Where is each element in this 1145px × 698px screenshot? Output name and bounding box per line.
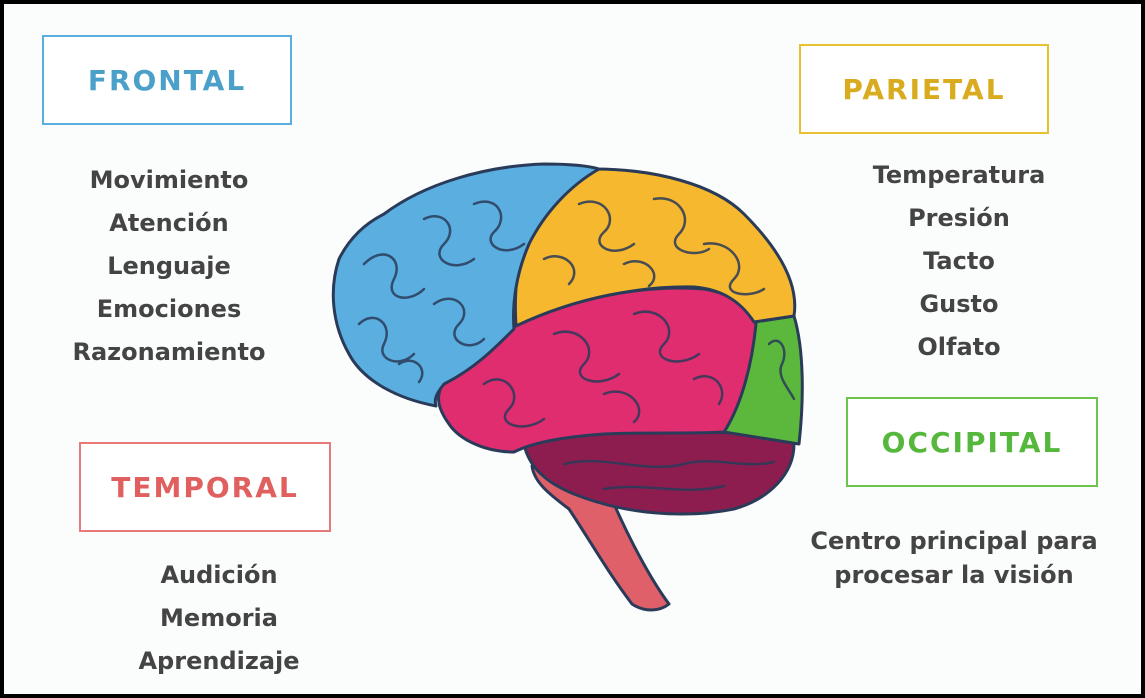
parietal-title-box: PARIETAL — [799, 44, 1049, 134]
frontal-title-box: FRONTAL — [42, 35, 292, 125]
parietal-title: PARIETAL — [842, 72, 1006, 106]
parietal-item: Gusto — [919, 290, 999, 318]
parietal-item: Tacto — [923, 247, 995, 275]
parietal-item: Temperatura — [872, 161, 1046, 189]
frontal-item: Lenguaje — [107, 252, 231, 280]
occipital-functions: Centro principal para procesar la visión — [774, 524, 1134, 592]
temporal-title-box: TEMPORAL — [79, 442, 331, 532]
parietal-item: Olfato — [917, 333, 1001, 361]
occipital-item: procesar la visión — [834, 561, 1074, 589]
frontal-functions: Movimiento Atención Lenguaje Emociones R… — [49, 159, 289, 374]
frontal-lobe — [331, 162, 601, 408]
parietal-item: Presión — [908, 204, 1010, 232]
temporal-item: Aprendizaje — [138, 647, 300, 675]
temporal-title: TEMPORAL — [111, 470, 299, 504]
brain-illustration — [331, 162, 804, 612]
frontal-item: Razonamiento — [72, 338, 266, 366]
parietal-functions: Temperatura Presión Tacto Gusto Olfato — [834, 154, 1084, 369]
occipital-item: Centro principal para — [810, 527, 1098, 555]
occipital-title-box: OCCIPITAL — [846, 397, 1098, 487]
frontal-item: Movimiento — [89, 166, 249, 194]
temporal-item: Memoria — [160, 604, 278, 632]
temporal-item: Audición — [160, 561, 278, 589]
occipital-title: OCCIPITAL — [881, 425, 1063, 459]
frontal-item: Atención — [109, 209, 229, 237]
temporal-functions: Audición Memoria Aprendizaje — [99, 554, 339, 683]
frontal-title: FRONTAL — [87, 63, 247, 97]
frontal-item: Emociones — [96, 295, 242, 323]
